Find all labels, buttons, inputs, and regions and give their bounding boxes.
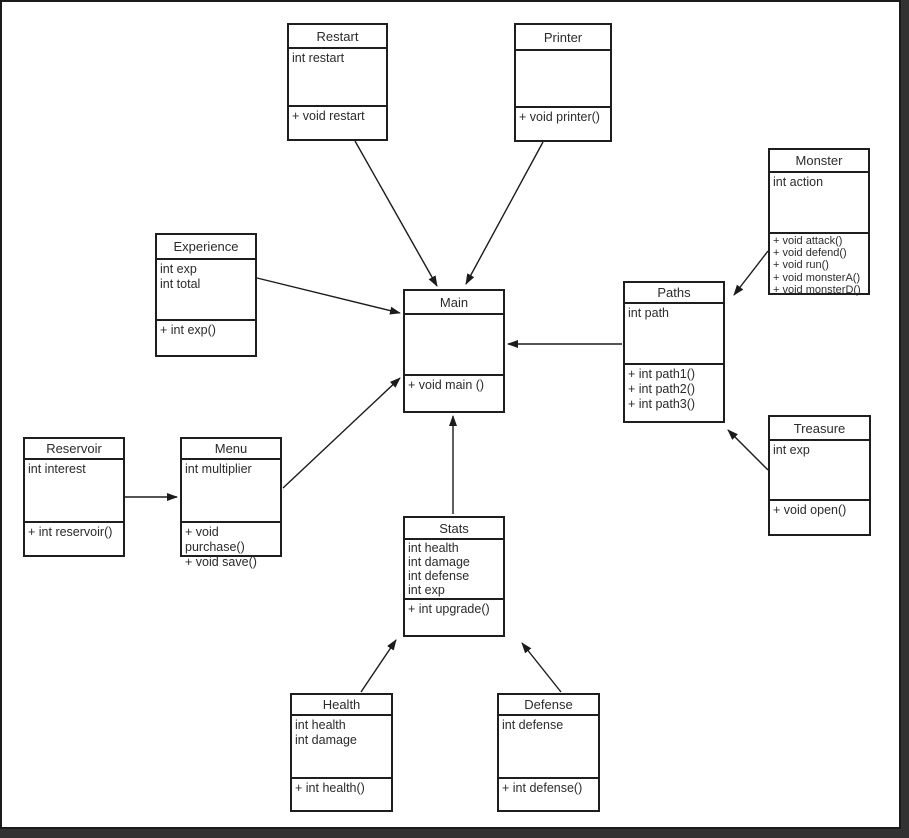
class-attributes: int health int damage int defense int ex… — [405, 540, 503, 600]
method-line: + int defense() — [502, 781, 583, 795]
attribute-line: int action — [773, 175, 824, 189]
class-attributes: int path — [625, 304, 723, 365]
attribute-line: int health — [295, 718, 346, 732]
class-methods: + int exp() — [157, 321, 255, 355]
class-methods: + void printer() — [516, 108, 610, 140]
class-methods: + int upgrade() — [405, 600, 503, 635]
class-methods: + int defense() — [499, 779, 598, 810]
attribute-line: int path — [628, 306, 670, 320]
class-title: Stats — [405, 518, 503, 540]
attribute-line: int multiplier — [185, 462, 252, 476]
attribute-line: int exp — [160, 262, 197, 276]
method-line: + void purchase() — [185, 525, 245, 554]
attribute-line: int total — [160, 277, 201, 291]
class-methods: + void main () — [405, 376, 503, 411]
class-attributes: int exp — [770, 441, 869, 501]
class-attributes: int health int damage — [292, 716, 391, 779]
method-line: + void main () — [408, 378, 485, 392]
class-attributes — [516, 51, 610, 108]
attribute-line: int defense — [408, 569, 470, 583]
arrow-restart-to-main[interactable] — [354, 140, 438, 287]
class-methods: + void purchase() + void save() — [182, 523, 280, 572]
method-line: + int path1() — [628, 367, 696, 381]
method-line: + void monsterD() — [773, 283, 861, 296]
class-methods: + int health() — [292, 779, 391, 810]
class-experience[interactable]: Experience int exp int total + int exp() — [155, 233, 257, 357]
arrow-monster-to-paths[interactable] — [733, 250, 769, 296]
attribute-line: int damage — [295, 733, 357, 747]
method-line: + void monsterA() — [773, 271, 861, 284]
class-main[interactable]: Main + void main () — [403, 289, 505, 413]
class-attributes — [405, 315, 503, 376]
class-attributes: int action — [770, 173, 868, 234]
method-line: + void save() — [185, 555, 257, 569]
class-title: Main — [405, 291, 503, 315]
attribute-line: int damage — [408, 555, 470, 569]
class-title: Monster — [770, 150, 868, 173]
arrow-printer-to-main[interactable] — [465, 141, 544, 285]
method-line: + int upgrade() — [408, 602, 490, 616]
class-treasure[interactable]: Treasure int exp + void open() — [768, 415, 871, 536]
class-health[interactable]: Health int health int damage + int healt… — [290, 693, 393, 812]
class-methods: + int reservoir() — [25, 523, 123, 555]
attribute-line: int interest — [28, 462, 86, 476]
attribute-line: int exp — [773, 443, 810, 457]
class-defense[interactable]: Defense int defense + int defense() — [497, 693, 600, 812]
method-line: + int health() — [295, 781, 365, 795]
class-title: Menu — [182, 439, 280, 460]
method-line: + void open() — [773, 503, 847, 517]
arrow-treasure-to-paths[interactable] — [727, 429, 769, 471]
arrow-defense-to-stats[interactable] — [521, 642, 562, 693]
method-line: + void restart — [292, 109, 365, 123]
class-title: Treasure — [770, 417, 869, 441]
class-restart[interactable]: Restart int restart + void restart — [287, 23, 388, 141]
class-reservoir[interactable]: Reservoir int interest + int reservoir() — [23, 437, 125, 557]
class-title: Restart — [289, 25, 386, 49]
attribute-line: int defense — [502, 718, 564, 732]
arrow-health-to-stats[interactable] — [360, 639, 397, 693]
class-methods: + int path1() + int path2() + int path3(… — [625, 365, 723, 421]
method-line: + int exp() — [160, 323, 216, 337]
class-methods: + void open() — [770, 501, 869, 534]
class-attributes: int restart — [289, 49, 386, 107]
attribute-line: int restart — [292, 51, 345, 65]
class-title: Experience — [157, 235, 255, 260]
class-title: Paths — [625, 283, 723, 304]
class-methods: + void attack() + void defend() + void r… — [770, 234, 868, 298]
class-stats[interactable]: Stats int health int damage int defense … — [403, 516, 505, 637]
class-monster[interactable]: Monster int action + void attack() + voi… — [768, 148, 870, 298]
class-title: Printer — [516, 25, 610, 51]
class-paths[interactable]: Paths int path + int path1() + int path2… — [623, 281, 725, 423]
class-attributes: int defense — [499, 716, 598, 779]
method-line: + void attack() — [773, 235, 843, 247]
arrow-experience-to-main[interactable] — [256, 277, 401, 315]
method-line: + int reservoir() — [28, 525, 113, 539]
class-title: Health — [292, 695, 391, 716]
class-title: Reservoir — [25, 439, 123, 460]
method-line: + void printer() — [519, 110, 600, 124]
class-attributes: int multiplier — [182, 460, 280, 523]
method-line: + int path2() — [628, 382, 696, 396]
method-line: + void run() — [773, 259, 829, 272]
arrow-menu-to-main[interactable] — [282, 377, 401, 489]
class-methods: + void restart — [289, 107, 386, 139]
class-printer[interactable]: Printer + void printer() — [514, 23, 612, 142]
class-title: Defense — [499, 695, 598, 716]
method-line: + void defend() — [773, 247, 847, 260]
class-attributes: int exp int total — [157, 260, 255, 321]
attribute-line: int health — [408, 541, 459, 555]
method-line: + int path3() — [628, 397, 696, 411]
attribute-line: int exp — [408, 583, 445, 597]
class-menu[interactable]: Menu int multiplier + void purchase() + … — [180, 437, 282, 569]
class-attributes: int interest — [25, 460, 123, 523]
